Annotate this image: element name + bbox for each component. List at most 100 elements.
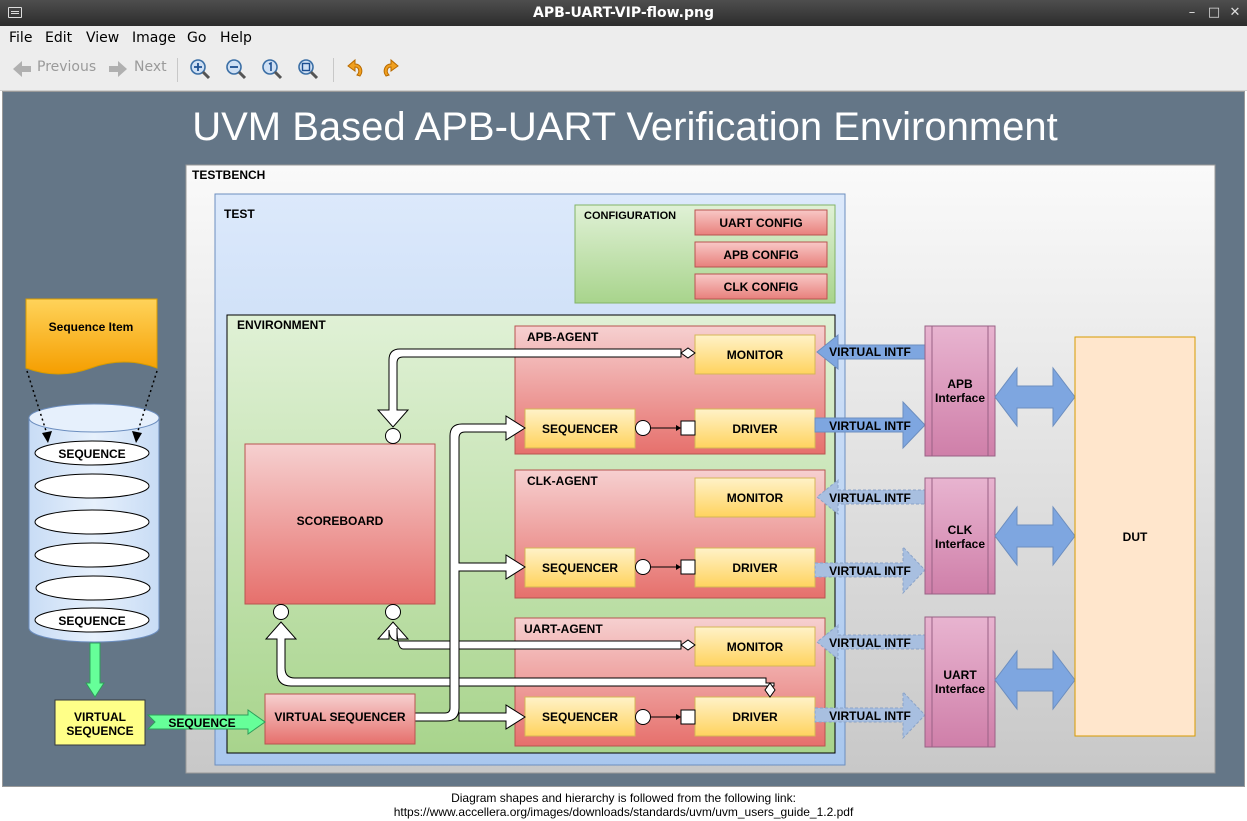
clk-monitor-virtual-intf-arrow [816, 478, 926, 516]
diagram-image: UVM Based APB-UART Verification Environm… [3, 92, 1244, 786]
next-button[interactable]: Next [134, 59, 167, 75]
scoreboard-box [244, 443, 436, 605]
configuration-label: CONFIGURATION [584, 210, 676, 222]
footer-line-2: https://www.accellera.org/images/downloa… [393, 805, 854, 819]
zoom-out-icon[interactable] [225, 58, 247, 80]
sequence-label-bottom: SEQUENCE [58, 614, 125, 628]
uart-interface-box [924, 616, 996, 748]
clk-sequencer-label: SEQUENCER [542, 561, 618, 575]
apb-agent-label: APB-AGENT [527, 330, 599, 344]
uart-config-label: UART CONFIG [719, 216, 802, 230]
clk-config-label: CLK CONFIG [724, 280, 799, 294]
dut-label: DUT [1123, 530, 1148, 544]
dut-box [1074, 336, 1196, 737]
apb-interface-label-1: APB [947, 377, 973, 391]
apb-monitor-box [694, 334, 816, 375]
apb-driver-virtual-intf-arrow [814, 400, 926, 450]
clk-sequencer-box [524, 547, 636, 588]
uart-monitor-virtual-intf-label: VIRTUAL INTF [829, 636, 911, 650]
apb-monitor-virtual-intf-arrow [816, 333, 926, 371]
uart-monitor-box [694, 626, 816, 667]
clk-driver-label: DRIVER [732, 561, 778, 575]
cylinder-to-virtual-sequence-arrow [85, 642, 105, 698]
apb-driver-label: DRIVER [732, 422, 778, 436]
rotate-left-icon[interactable] [344, 58, 366, 80]
clk-monitor-label: MONITOR [727, 491, 784, 505]
virtual-sequence-to-sequencer-arrow [146, 709, 266, 735]
clk-config-box [694, 273, 828, 300]
uart-monitor-virtual-intf-arrow [816, 623, 926, 661]
sequence-item-dotted-arrows [26, 370, 158, 443]
apb-monitor-to-scoreboard-arrow [376, 347, 696, 444]
window-titlebar: APB-UART-VIP-flow.png – □ ✕ [0, 0, 1247, 26]
sequence-label-top: SEQUENCE [58, 447, 125, 461]
apb-driver-box [694, 408, 816, 449]
seq-driver-connector-apb [635, 420, 696, 436]
uart-interface-label-2: Interface [935, 682, 985, 696]
apb-config-box [694, 241, 828, 268]
testbench-label: TESTBENCH [192, 168, 265, 182]
seq-driver-connector-uart [635, 709, 696, 725]
sequence-item-box [25, 298, 158, 375]
rotate-right-icon[interactable] [380, 58, 402, 80]
virtual-sequencer-to-sequencers-arrows [414, 415, 526, 730]
clk-driver-box [694, 547, 816, 588]
apb-interface-label-2: Interface [935, 391, 985, 405]
clk-driver-virtual-intf-label: VIRTUAL INTF [829, 564, 911, 578]
zoom-fit-icon[interactable] [297, 58, 319, 80]
zoom-in-icon[interactable] [189, 58, 211, 80]
footer-line-1: Diagram shapes and hierarchy is followed… [451, 791, 796, 805]
menu-view[interactable]: View [86, 30, 120, 46]
uart-driver-label: DRIVER [732, 710, 778, 724]
app-icon[interactable] [8, 7, 22, 18]
close-icon[interactable]: ✕ [1229, 5, 1241, 20]
previous-arrow-icon[interactable] [11, 58, 33, 80]
clk-interface-label-2: Interface [935, 537, 985, 551]
menu-help[interactable]: Help [220, 30, 252, 46]
toolbar: Previous Next [0, 50, 1247, 91]
next-arrow-icon[interactable] [107, 58, 129, 80]
apb-driver-virtual-intf-label: VIRTUAL INTF [829, 419, 911, 433]
uart-agent-label: UART-AGENT [524, 622, 603, 636]
apb-sequencer-box [524, 408, 636, 449]
environment-label: ENVIRONMENT [237, 318, 326, 332]
apb-monitor-virtual-intf-label: VIRTUAL INTF [829, 345, 911, 359]
clk-interface-label-1: CLK [948, 523, 973, 537]
menubar: File Edit View Image Go Help [0, 26, 1247, 50]
uart-monitor-label: MONITOR [727, 640, 784, 654]
clk-monitor-virtual-intf-label: VIRTUAL INTF [829, 491, 911, 505]
menu-edit[interactable]: Edit [45, 30, 73, 46]
clk-monitor-box [694, 477, 816, 518]
minimize-icon[interactable]: – [1188, 5, 1196, 20]
scoreboard-label: SCOREBOARD [297, 514, 384, 528]
uart-sequencer-box [524, 696, 636, 737]
uart-interface-label-1: UART [943, 668, 977, 682]
virtual-sequencer-label: VIRTUAL SEQUENCER [274, 710, 405, 724]
uart-driver-virtual-intf-arrow [814, 690, 926, 740]
clk-agent-label: CLK-AGENT [527, 474, 598, 488]
image-viewport[interactable]: UVM Based APB-UART Verification Environm… [2, 91, 1245, 787]
virtual-sequence-box [54, 699, 146, 746]
virtual-sequence-label-1: VIRTUAL [74, 710, 126, 724]
uart-sequencer-label: SEQUENCER [542, 710, 618, 724]
uart-config-box [694, 209, 828, 236]
toolbar-separator [177, 58, 178, 82]
virtual-sequence-label-2: SEQUENCE [66, 724, 133, 738]
apb-config-label: APB CONFIG [723, 248, 798, 262]
previous-button[interactable]: Previous [37, 59, 97, 75]
sequence-item-label: Sequence Item [49, 320, 134, 334]
toolbar-separator [333, 58, 334, 82]
uart-driver-box [694, 696, 816, 737]
diagram-title: UVM Based APB-UART Verification Environm… [192, 105, 1058, 149]
menu-image[interactable]: Image [132, 30, 176, 46]
menu-file[interactable]: File [9, 30, 33, 46]
clk-driver-virtual-intf-arrow [814, 545, 926, 595]
apb-monitor-label: MONITOR [727, 348, 784, 362]
sequence-ellipses [34, 440, 151, 633]
zoom-normal-icon[interactable] [261, 58, 283, 80]
footer-caption: Diagram shapes and hierarchy is followed… [0, 787, 1247, 821]
menu-go[interactable]: Go [187, 30, 207, 46]
window-title: APB-UART-VIP-flow.png [532, 5, 714, 21]
maximize-icon[interactable]: □ [1207, 5, 1221, 20]
virtual-sequencer-box [264, 693, 416, 745]
